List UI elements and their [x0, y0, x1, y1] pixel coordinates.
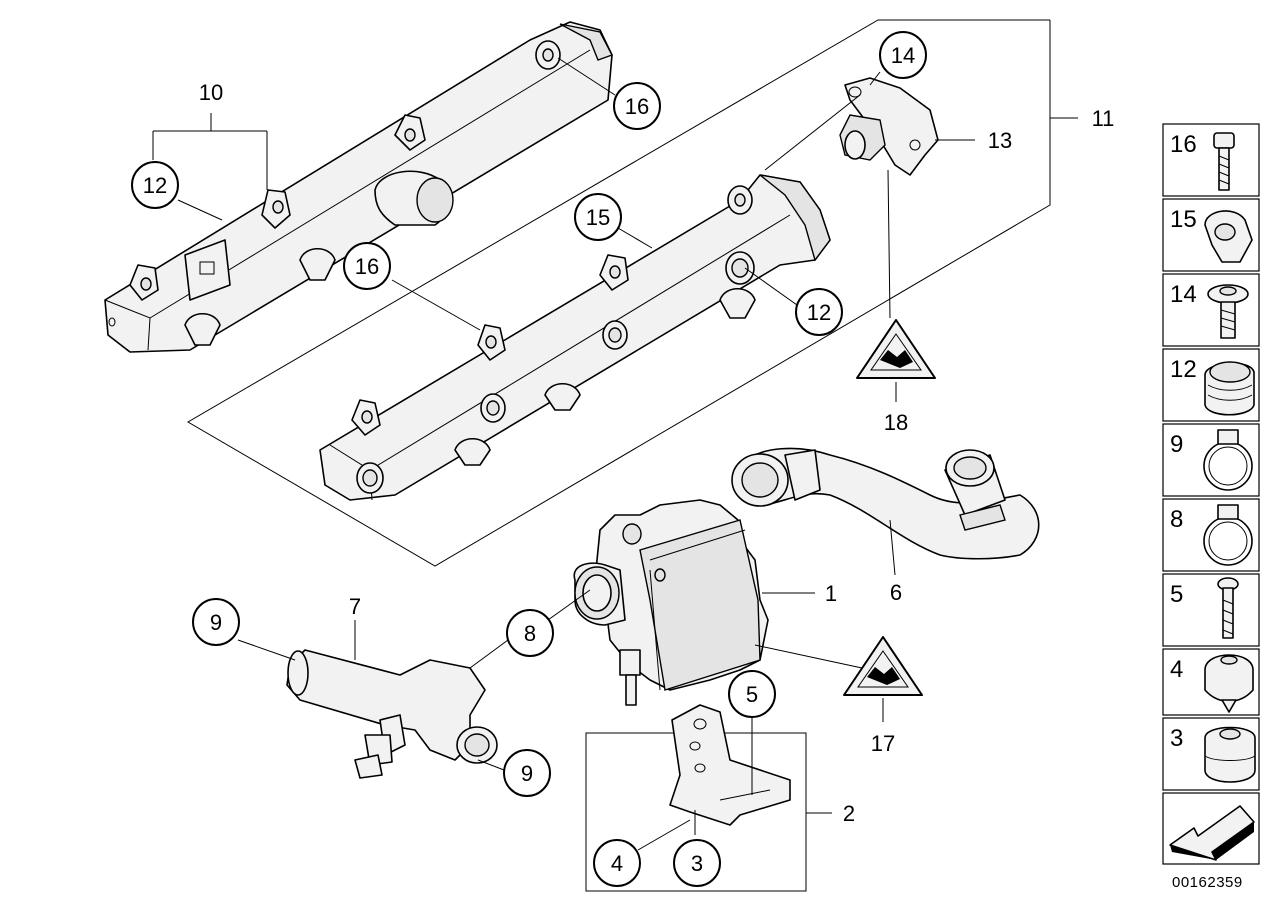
side-item-8-num: 8	[1170, 506, 1183, 533]
arrow-icon	[1169, 805, 1255, 861]
bolt-icon	[1217, 577, 1239, 639]
mounting-bracket	[669, 704, 791, 826]
fuel-rail-lower	[319, 174, 831, 501]
callout-3: 3	[673, 839, 721, 887]
callout-14: 14	[879, 31, 927, 79]
callout-16-lower: 16	[343, 242, 391, 290]
callout-label: 15	[586, 205, 610, 230]
bolt-icon	[1213, 132, 1235, 191]
callout-label: 8	[524, 621, 536, 646]
callout-8: 8	[506, 609, 554, 657]
side-item-9-num: 9	[1170, 431, 1183, 458]
clip-icon	[1204, 210, 1253, 263]
label-6: 6	[890, 580, 902, 605]
side-item-3-num: 3	[1170, 725, 1183, 752]
rubber-buffer-icon	[1204, 654, 1254, 713]
side-panel: 16 15 14 12 9	[1162, 123, 1260, 865]
leader-lines	[152, 57, 975, 851]
callout-label: 9	[521, 761, 533, 786]
callout-label: 12	[807, 300, 831, 325]
label-17: 17	[871, 731, 895, 756]
callout-15: 15	[574, 193, 622, 241]
callout-4: 4	[593, 839, 641, 887]
callout-9-left: 9	[192, 598, 240, 646]
warning-triangle-18	[856, 169, 936, 402]
fuel-rail-upper	[104, 21, 613, 353]
label-11: 11	[1092, 106, 1115, 131]
callout-label: 9	[210, 610, 222, 635]
callout-16-upper: 16	[613, 82, 661, 130]
pressure-sensor	[839, 77, 939, 176]
side-item-16-num: 16	[1170, 131, 1197, 158]
throttle-body	[573, 499, 769, 706]
side-item-15-num: 15	[1170, 206, 1197, 233]
label-13: 13	[988, 128, 1012, 153]
label-2: 2	[843, 801, 855, 826]
side-item-14-num: 14	[1170, 281, 1197, 308]
group-frame-11	[187, 19, 1051, 567]
callout-label: 4	[611, 851, 623, 876]
callout-label: 12	[143, 173, 167, 198]
callout-12-upper: 12	[131, 161, 179, 209]
tee-pipe	[286, 649, 498, 779]
screw-icon	[1207, 284, 1249, 339]
intake-hose	[731, 447, 1040, 560]
plug-icon	[1204, 361, 1255, 416]
side-item-12-num: 12	[1170, 356, 1197, 383]
label-10: 10	[199, 80, 223, 105]
side-item-4-num: 4	[1170, 656, 1183, 683]
callout-label: 14	[891, 43, 915, 68]
callout-label: 16	[625, 94, 649, 119]
label-7: 7	[349, 594, 361, 619]
hose-clamp-icon	[1203, 429, 1253, 491]
warning-triangle-17	[843, 636, 923, 722]
rubber-mount-icon	[1204, 726, 1256, 783]
callout-label: 5	[746, 682, 758, 707]
diagram-reference-number: 00162359	[1172, 874, 1243, 891]
label-1: 1	[825, 581, 837, 606]
hose-clamp-icon	[1203, 504, 1253, 566]
side-item-5-num: 5	[1170, 581, 1183, 608]
callout-label: 3	[691, 851, 703, 876]
callout-9-right: 9	[503, 749, 551, 797]
callout-12-lower: 12	[795, 288, 843, 336]
callout-5: 5	[728, 670, 776, 718]
callout-label: 16	[355, 254, 379, 279]
label-18: 18	[884, 410, 908, 435]
